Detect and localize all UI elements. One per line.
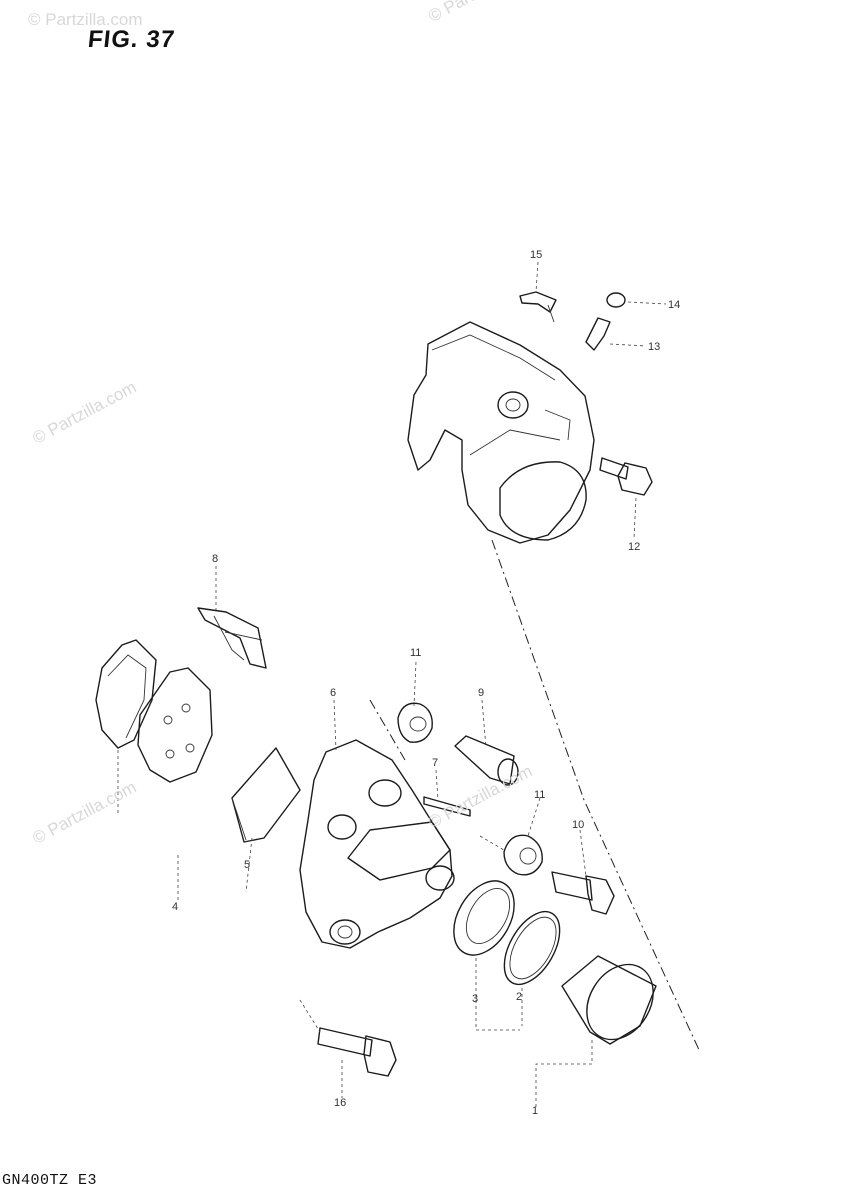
callout-3: 3 [472,993,478,1005]
caliper-sleeve [454,735,519,786]
guide-pin [423,796,471,817]
callout-8: 8 [212,553,218,565]
callout-2: 2 [516,991,522,1003]
callout-11-upper: 11 [410,647,421,659]
callout-5: 5 [244,859,250,871]
pad-retainer-spring [197,607,267,669]
brake-pad-outer [95,639,157,749]
callout-11-lower: 11 [534,789,545,801]
pad-spring-clip [519,291,557,323]
callout-9: 9 [478,687,484,699]
dust-seal [503,910,561,986]
piston-seal [453,880,515,956]
callout-16: 16 [334,1097,346,1109]
dust-boot-lower [503,834,543,876]
caliper-mounting-bolt [599,457,653,496]
bleeder-valve [585,317,611,351]
callout-15: 15 [530,249,542,261]
callout-7: 7 [432,757,438,769]
watermark: © Partzilla.com [28,10,143,29]
callout-6: 6 [330,687,336,699]
caliper-bolt-lower [317,1027,397,1077]
caliper-body [299,739,455,949]
callout-1: 1 [532,1105,538,1117]
slide-pin-bolt [551,871,615,915]
caliper-holder [407,321,595,544]
pad-shim [231,747,301,843]
caliper-piston [561,955,657,1045]
callout-4: 4 [172,901,178,913]
callout-10: 10 [572,819,584,831]
brake-pad-inner [137,667,213,783]
bleeder-cap [606,292,626,308]
callout-14: 14 [668,299,680,311]
callout-12: 12 [628,541,640,553]
callout-13: 13 [648,341,660,353]
dust-boot-upper [397,702,433,743]
figure-title: FIG. 37 [86,26,177,53]
model-code: GN400TZ E3 [2,1172,98,1189]
